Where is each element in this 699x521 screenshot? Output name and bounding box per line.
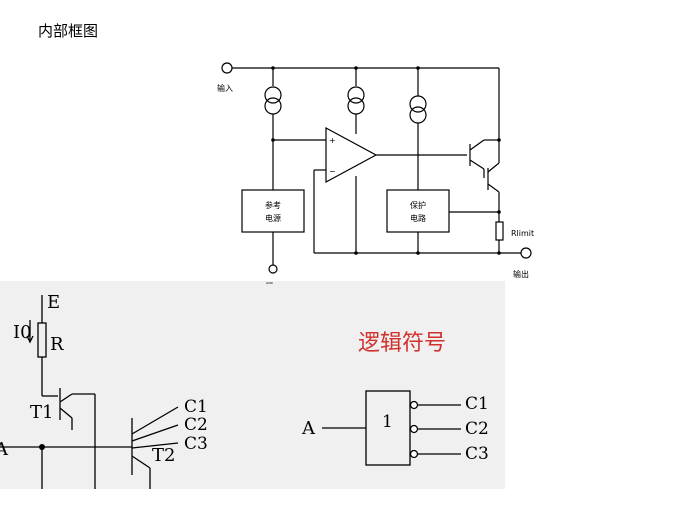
output-terminal [520, 247, 532, 259]
reference-block-label-2: 电源 [265, 213, 281, 223]
circuit-c3-label: C3 [184, 434, 208, 454]
reference-block-label-1: 参考 [265, 200, 281, 210]
current-source-1 [264, 68, 282, 190]
junction-dots [271, 66, 501, 255]
protection-block-label-1: 保护 [410, 200, 426, 210]
logic-gate-symbol [322, 390, 461, 466]
t2-collector-c2 [131, 424, 179, 442]
rlimit-resistor [495, 221, 504, 241]
gate-input-a-label: A [301, 418, 316, 439]
protection-block-label-2: 电路 [410, 213, 426, 223]
t2-collector-c1 [131, 406, 179, 435]
transistor-t1-label: T1 [30, 402, 53, 423]
gate-output-bubble-1 [409, 400, 419, 410]
circuit-c1-label: C1 [184, 397, 208, 417]
darlington-transistors [469, 68, 500, 222]
ground-label: GND [266, 281, 274, 285]
block-diagram [221, 62, 532, 274]
transistor-circuit [0, 295, 179, 489]
t1-collector-lead [59, 393, 73, 403]
input-terminal [221, 62, 233, 74]
gate-c1-label: C1 [465, 394, 489, 414]
logic-symbol-title: 逻辑符号 [358, 331, 446, 356]
current-i0-label: I0 [13, 322, 32, 343]
opamp-minus-label: − [329, 167, 336, 176]
resistor-r [37, 322, 47, 358]
current-source-3 [409, 68, 427, 190]
gate-output-bubble-2 [409, 424, 419, 434]
supply-e-label: E [47, 292, 60, 313]
transistor-t2-label: T2 [152, 445, 175, 466]
input-label: 输入 [217, 83, 233, 93]
gate-c3-label: C3 [465, 444, 489, 464]
t2-emitter-lead [131, 455, 151, 469]
opamp-triangle [325, 126, 378, 184]
input-junction [39, 444, 45, 450]
current-source-2 [347, 68, 365, 134]
resistor-r-label: R [50, 334, 64, 355]
current-arrowhead [26, 335, 34, 344]
gate-text: 1 [382, 412, 393, 432]
reference-block [241, 189, 305, 233]
circuit-input-a-label: A [0, 439, 9, 460]
gate-c2-label: C2 [465, 419, 489, 439]
output-label: 输出 [513, 269, 529, 279]
circuit-c2-label: C2 [184, 415, 208, 435]
gate-output-bubble-3 [409, 449, 419, 459]
t1-emitter-lead [59, 407, 73, 419]
rlimit-label: Rlimit [511, 229, 534, 238]
t2-collector-c3 [131, 442, 179, 449]
protection-block [386, 189, 450, 233]
page-title: 内部框图 [38, 22, 99, 40]
ground-terminal [268, 264, 278, 274]
opamp-plus-label: + [329, 136, 336, 145]
